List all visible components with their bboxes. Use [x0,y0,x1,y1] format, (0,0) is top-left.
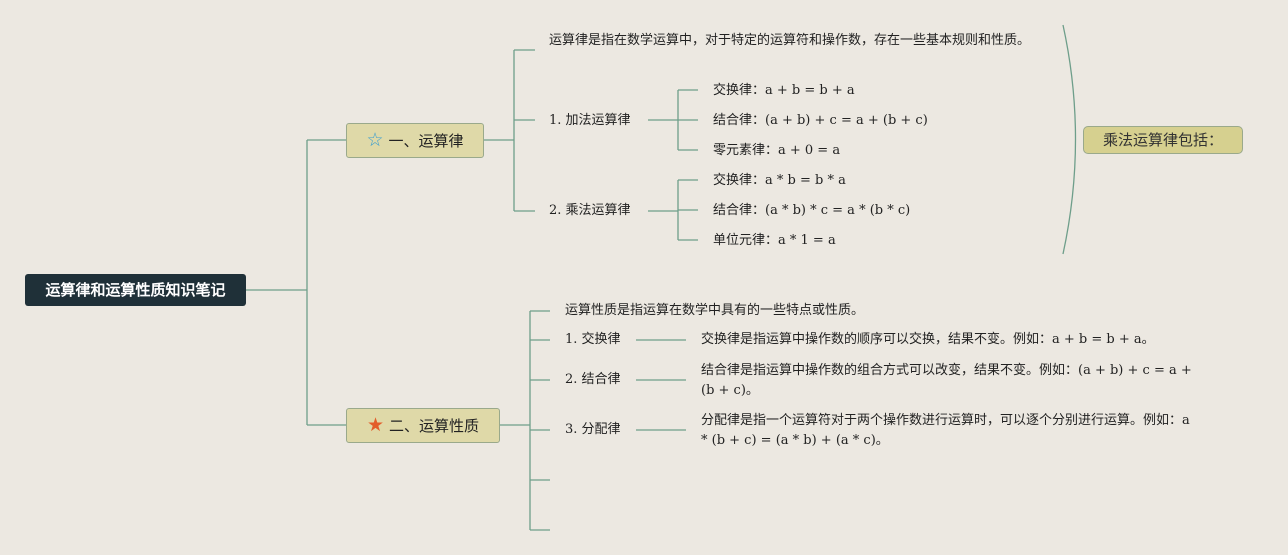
multiplication-law-item[interactable]: 单位元律：a * 1 = a [713,233,836,248]
addition-law-item[interactable]: 结合律：(a + b) + c = a + (b + c) [713,113,928,128]
multiplication-law-item[interactable]: 交换律：a * b = b * a [713,173,846,188]
property-node[interactable]: 3. 分配律 [565,422,621,437]
property-detail[interactable]: 分配律是指一个运算符对于两个操作数进行运算时，可以逐个分别进行运算。例如：a *… [701,413,1190,448]
root-node[interactable]: 运算律和运算性质知识笔记 [25,274,246,306]
operation-laws-description[interactable]: 运算律是指在数学运算中，对于特定的运算符和操作数，存在一些基本规则和性质。 [549,33,1031,48]
summary-node[interactable]: 乘法运算律包括： [1083,126,1243,154]
topic-operation-laws[interactable]: ☆ 一、运算律 [346,123,484,158]
topic-operation-properties-label: 二、运算性质 [389,417,480,435]
star-outline-icon: ☆ [366,129,384,151]
addition-laws-node[interactable]: 1. 加法运算律 [549,113,631,128]
property-node[interactable]: 1. 交换律 [565,332,621,347]
property-node[interactable]: 2. 结合律 [565,372,621,387]
star-filled-icon: ★ [366,414,385,436]
multiplication-laws-node[interactable]: 2. 乘法运算律 [549,203,631,218]
property-detail[interactable]: 交换律是指运算中操作数的顺序可以交换，结果不变。例如：a + b = b + a… [701,332,1155,347]
addition-law-item[interactable]: 零元素律：a + 0 = a [713,143,841,158]
topic-operation-laws-label: 一、运算律 [388,132,464,150]
operation-properties-description[interactable]: 运算性质是指运算在数学中具有的一些特点或性质。 [565,303,865,318]
topic-operation-properties[interactable]: ★ 二、运算性质 [346,408,500,443]
multiplication-law-item[interactable]: 结合律：(a * b) * c = a * (b * c) [713,203,911,218]
property-detail[interactable]: 结合律是指运算中操作数的组合方式可以改变，结果不变。例如：(a + b) + c… [701,363,1192,398]
addition-law-item[interactable]: 交换律：a + b = b + a [713,83,855,98]
